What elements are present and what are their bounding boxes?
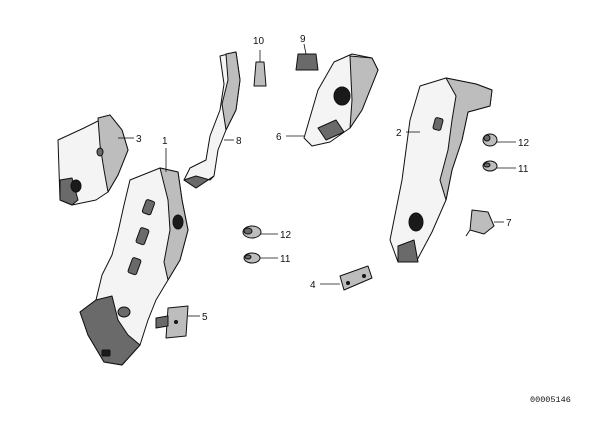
leader-lines bbox=[118, 131, 516, 317]
callout-9: 9 bbox=[300, 34, 306, 45]
callout-12-right: 12 bbox=[518, 138, 530, 149]
part-8-bracket-strip bbox=[183, 51, 241, 189]
part-10-pin bbox=[253, 50, 267, 87]
part-11-grommet-right bbox=[482, 160, 498, 172]
part-12-grommet-right bbox=[482, 133, 498, 147]
callout-11-left: 11 bbox=[280, 254, 291, 265]
callout-12-left: 12 bbox=[280, 230, 292, 241]
part-6-center-panel bbox=[303, 53, 379, 147]
part-1-pillar-trim bbox=[79, 167, 189, 366]
callout-1: 1 bbox=[162, 136, 168, 147]
callout-3: 3 bbox=[136, 134, 142, 145]
callout-5: 5 bbox=[202, 312, 208, 323]
callout-8: 8 bbox=[236, 136, 242, 147]
callout-11-right: 11 bbox=[518, 164, 529, 175]
callout-10: 10 bbox=[253, 36, 265, 47]
part-9-clip bbox=[295, 43, 319, 71]
part-2-pillar-trim bbox=[389, 77, 493, 263]
callout-2: 2 bbox=[396, 128, 402, 139]
part-4-plate bbox=[339, 265, 373, 291]
callout-4: 4 bbox=[310, 280, 316, 291]
callout-7: 7 bbox=[506, 218, 512, 229]
part-3-trim-panel bbox=[57, 114, 129, 206]
part-12-grommet-left bbox=[242, 225, 262, 239]
part-11-grommet-left bbox=[243, 252, 261, 264]
diagram-reference-number: 00005146 bbox=[530, 395, 571, 405]
part-7-bracket bbox=[465, 209, 495, 237]
callout-6: 6 bbox=[276, 132, 282, 143]
part-5-bracket-plate bbox=[155, 305, 189, 339]
